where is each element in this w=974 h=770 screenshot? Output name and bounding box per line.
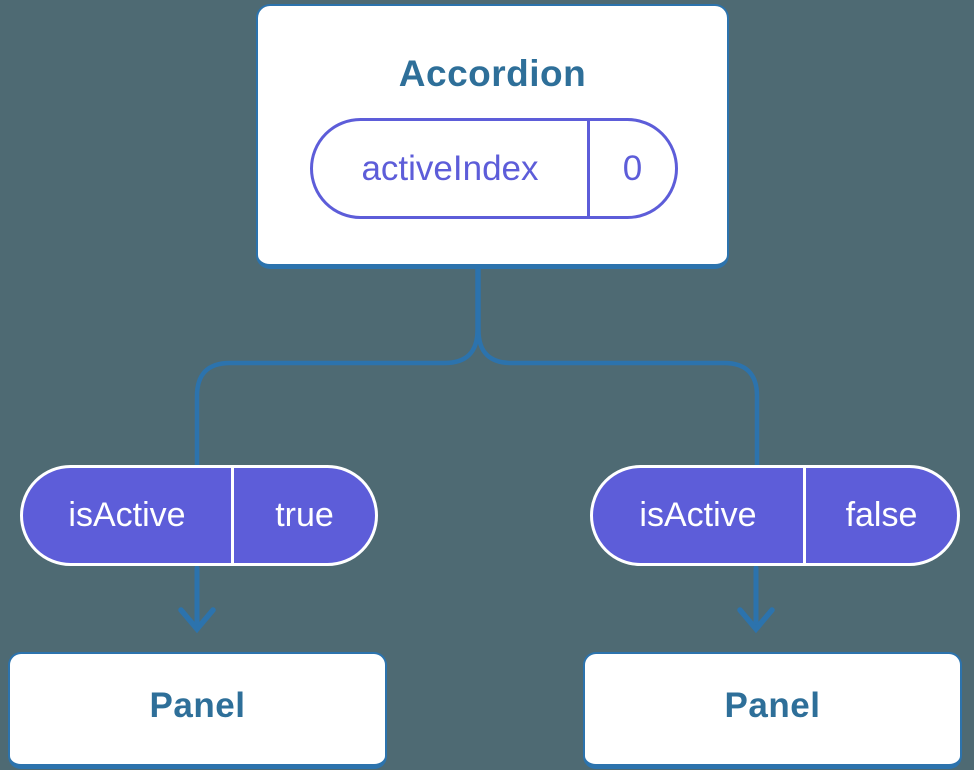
prop-pill-isactive-false: isActive false xyxy=(590,465,960,566)
state-name: activeIndex xyxy=(361,148,539,188)
panel-node-left: Panel xyxy=(8,652,387,769)
tree-branch-right xyxy=(476,265,760,468)
prop-name: isActive xyxy=(639,496,757,534)
accordion-title: Accordion xyxy=(398,53,587,94)
prop-value: true xyxy=(231,468,375,563)
arrow-down-icon xyxy=(178,565,216,634)
panel-label: Panel xyxy=(149,686,246,725)
prop-pill-isactive-true: isActive true xyxy=(20,465,378,566)
state-value: 0 xyxy=(587,121,675,216)
tree-branch-left xyxy=(194,265,480,468)
panel-label: Panel xyxy=(724,686,821,725)
panel-node-right: Panel xyxy=(583,652,962,769)
state-pill-activeindex: activeIndex 0 xyxy=(310,118,678,219)
arrow-down-icon xyxy=(737,565,775,634)
accordion-node: Accordion activeIndex 0 xyxy=(256,4,729,269)
prop-name: isActive xyxy=(68,496,186,534)
prop-value: false xyxy=(803,468,957,563)
